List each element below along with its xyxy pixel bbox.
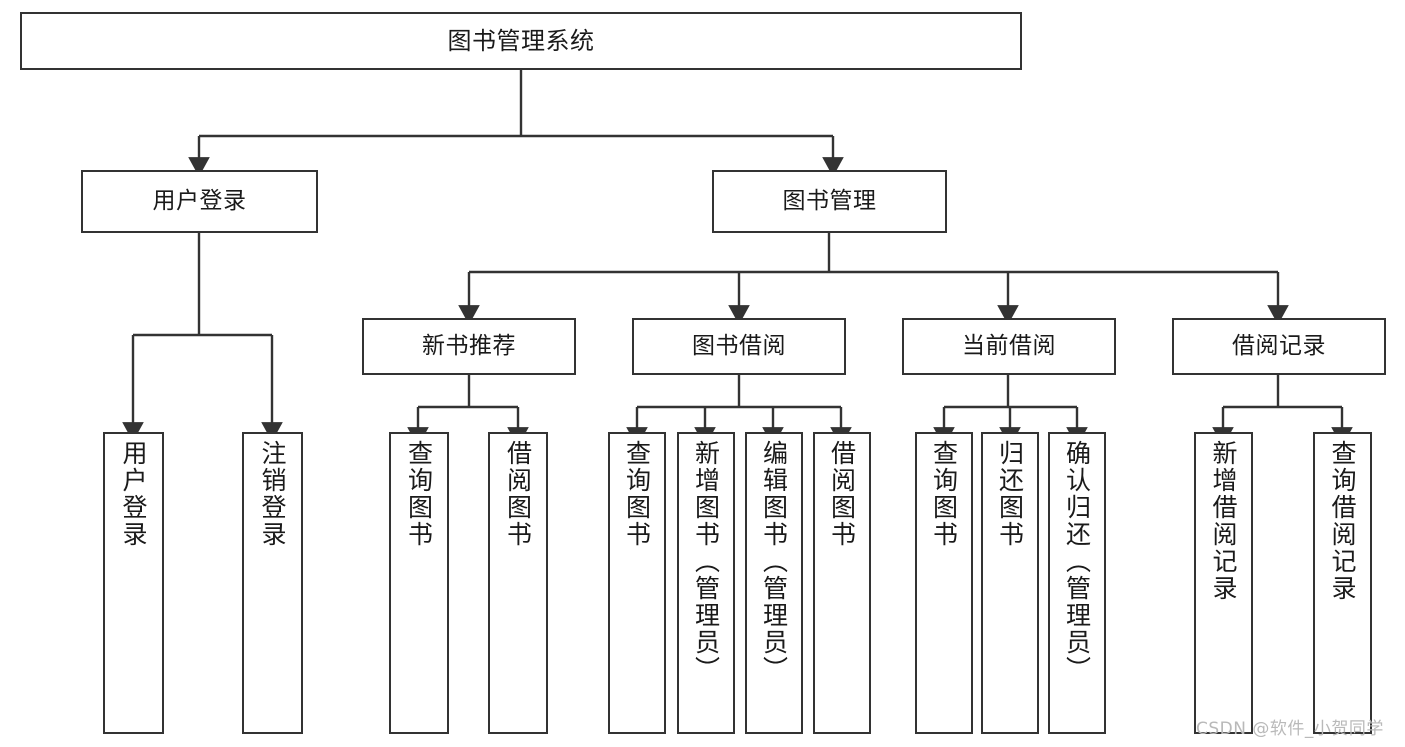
node-book-borrow[interactable]: 图书借阅 — [632, 318, 846, 375]
node-book-borrow-label: 图书借阅 — [692, 332, 786, 359]
node-leaf-current-borrow-3-label: 确认归还（管理员） — [1062, 440, 1092, 683]
node-leaf-book-borrow-1[interactable]: 查询图书 — [608, 432, 666, 734]
node-leaf-book-borrow-2[interactable]: 新增图书（管理员） — [677, 432, 735, 734]
node-leaf-borrow-record-2-label: 查询借阅记录 — [1328, 440, 1357, 602]
node-leaf-new-book-rec-2-label: 借阅图书 — [503, 440, 533, 548]
node-leaf-new-book-rec-1[interactable]: 查询图书 — [389, 432, 449, 734]
node-leaf-book-borrow-4[interactable]: 借阅图书 — [813, 432, 871, 734]
node-leaf-borrow-record-1-label: 新增借阅记录 — [1209, 440, 1238, 602]
node-leaf-current-borrow-1[interactable]: 查询图书 — [915, 432, 973, 734]
node-current-borrow[interactable]: 当前借阅 — [902, 318, 1116, 375]
node-leaf-new-book-rec-2[interactable]: 借阅图书 — [488, 432, 548, 734]
node-book-manage[interactable]: 图书管理 — [712, 170, 947, 233]
node-book-manage-label: 图书管理 — [782, 187, 877, 214]
node-leaf-user-login-2[interactable]: 注销登录 — [242, 432, 303, 734]
node-leaf-user-login-2-label: 注销登录 — [258, 440, 287, 548]
node-leaf-book-borrow-3-label: 编辑图书（管理员） — [759, 440, 789, 683]
node-leaf-user-login-1-label: 用户登录 — [119, 440, 148, 548]
node-leaf-current-borrow-1-label: 查询图书 — [929, 440, 959, 548]
node-leaf-current-borrow-2-label: 归还图书 — [995, 440, 1025, 548]
node-current-borrow-label: 当前借阅 — [962, 332, 1056, 359]
watermark-text: CSDN @软件_小贺同学 — [1196, 719, 1384, 739]
node-leaf-borrow-record-2[interactable]: 查询借阅记录 — [1313, 432, 1372, 734]
node-leaf-new-book-rec-1-label: 查询图书 — [404, 440, 434, 548]
node-leaf-borrow-record-1[interactable]: 新增借阅记录 — [1194, 432, 1253, 734]
node-new-book-rec[interactable]: 新书推荐 — [362, 318, 576, 375]
node-borrow-record[interactable]: 借阅记录 — [1172, 318, 1386, 375]
node-leaf-book-borrow-4-label: 借阅图书 — [827, 440, 857, 548]
node-leaf-book-borrow-3[interactable]: 编辑图书（管理员） — [745, 432, 803, 734]
node-leaf-book-borrow-1-label: 查询图书 — [622, 440, 652, 548]
node-leaf-book-borrow-2-label: 新增图书（管理员） — [691, 440, 721, 683]
node-root-label: 图书管理系统 — [447, 26, 595, 55]
node-borrow-record-label: 借阅记录 — [1232, 332, 1326, 359]
node-user-login[interactable]: 用户登录 — [81, 170, 318, 233]
node-new-book-rec-label: 新书推荐 — [422, 332, 516, 359]
node-root[interactable]: 图书管理系统 — [20, 12, 1022, 70]
node-leaf-current-borrow-3[interactable]: 确认归还（管理员） — [1048, 432, 1106, 734]
node-leaf-current-borrow-2[interactable]: 归还图书 — [981, 432, 1039, 734]
node-user-login-label: 用户登录 — [152, 187, 247, 214]
node-leaf-user-login-1[interactable]: 用户登录 — [103, 432, 164, 734]
